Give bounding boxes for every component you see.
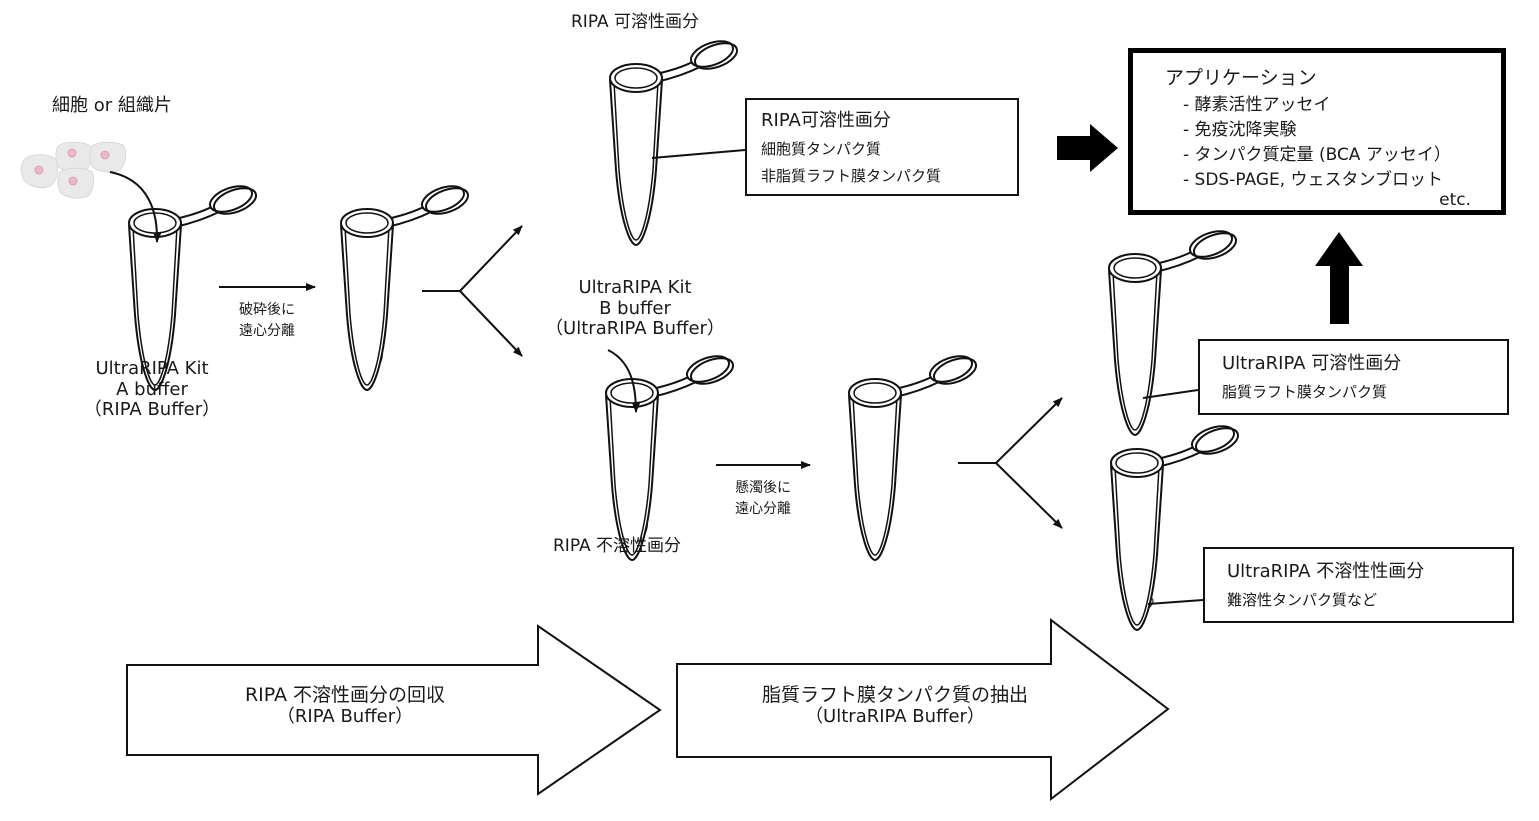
application-etc: etc. bbox=[1439, 190, 1471, 210]
tube-lysis bbox=[128, 180, 261, 391]
buffer-a-line: A buffer bbox=[116, 378, 188, 400]
tube-ripa-insoluble bbox=[605, 350, 738, 561]
ripa-soluble-box: RIPA可溶性画分 細胞質タンパク質 非脂質ラフト膜タンパク質 bbox=[745, 98, 1019, 196]
tube-ultra-insoluble bbox=[1110, 420, 1243, 631]
step1-label: 破砕後に 遠心分離 bbox=[222, 300, 312, 342]
cell bbox=[55, 141, 93, 173]
tube-resuspended bbox=[848, 350, 981, 561]
split-arrow-2 bbox=[958, 397, 1063, 529]
phase-2-subtitle: （UltraRIPA Buffer） bbox=[805, 705, 985, 727]
applications-title: アプリケーション bbox=[1165, 67, 1317, 89]
step2-label: 懸濁後に 遠心分離 bbox=[718, 478, 808, 520]
cell bbox=[89, 141, 127, 173]
ripa-soluble-box-title: RIPA可溶性画分 bbox=[761, 110, 891, 131]
phase-arrow-2 bbox=[676, 617, 1170, 802]
ultra-soluble-box: UltraRIPA 可溶性画分 脂質ラフト膜タンパク質 bbox=[1198, 339, 1509, 415]
step1-line: 遠心分離 bbox=[239, 323, 295, 339]
buffer-b-line: （UltraRIPA Buffer） bbox=[545, 318, 725, 340]
phase-2-label: 脂質ラフト膜タンパク質の抽出 （UltraRIPA Buffer） bbox=[700, 684, 1090, 728]
phase-arrow-1 bbox=[126, 624, 662, 796]
application-item: - 酵素活性アッセイ bbox=[1183, 95, 1331, 115]
buffer-b-label: UltraRIPA Kit B buffer （UltraRIPA Buffer… bbox=[530, 277, 740, 340]
step2-line: 懸濁後に bbox=[735, 480, 791, 496]
leader-line bbox=[1147, 599, 1204, 605]
buffer-b-line: UltraRIPA Kit bbox=[578, 277, 692, 298]
application-item: - タンパク質定量 (BCA アッセイ） bbox=[1183, 145, 1451, 165]
ripa-insoluble-tube-label: RIPA 不溶性画分 bbox=[553, 536, 682, 556]
leader-line bbox=[651, 149, 746, 159]
cells-illustration bbox=[20, 141, 127, 199]
arrow-right-solid-icon bbox=[1057, 124, 1118, 172]
ultra-soluble-box-title: UltraRIPA 可溶性画分 bbox=[1222, 353, 1402, 374]
leader-line bbox=[1142, 389, 1199, 399]
buffer-b-line: B buffer bbox=[599, 297, 671, 319]
cell bbox=[20, 154, 59, 189]
ripa-soluble-tube-label: RIPA 可溶性画分 bbox=[571, 12, 700, 32]
ripa-soluble-box-line: 細胞質タンパク質 bbox=[761, 140, 882, 158]
application-item: - SDS-PAGE, ウェスタンブロット bbox=[1183, 170, 1444, 190]
ripa-soluble-box-line: 非脂質ラフト膜タンパク質 bbox=[761, 167, 942, 185]
ultra-insoluble-box-line: 難溶性タンパク質など bbox=[1227, 591, 1378, 609]
step2-line: 遠心分離 bbox=[735, 501, 791, 517]
application-item: - 免疫沈降実験 bbox=[1183, 120, 1297, 140]
phase-1-subtitle: （RIPA Buffer） bbox=[276, 705, 414, 727]
step1-line: 破砕後に bbox=[239, 302, 295, 318]
tube-ultra-soluble bbox=[1108, 225, 1241, 436]
ultra-insoluble-box: UltraRIPA 不溶性性画分 難溶性タンパク質など bbox=[1203, 547, 1514, 623]
phase-2-title: 脂質ラフト膜タンパク質の抽出 bbox=[761, 684, 1028, 706]
split-arrow-1 bbox=[422, 225, 523, 357]
arrow-up-solid-icon bbox=[1315, 232, 1363, 324]
buffer-a-label: UltraRIPA Kit A buffer （RIPA Buffer） bbox=[62, 358, 242, 421]
phase-1-label: RIPA 不溶性画分の回収 （RIPA Buffer） bbox=[150, 684, 540, 728]
buffer-a-line: （RIPA Buffer） bbox=[83, 399, 221, 421]
sample-label: 細胞 or 組織片 bbox=[52, 95, 172, 116]
phase-1-title: RIPA 不溶性画分の回収 bbox=[244, 684, 446, 706]
tube-ripa-soluble bbox=[609, 35, 742, 246]
cells-to-tube-arrow bbox=[109, 171, 162, 243]
ultra-soluble-box-line: 脂質ラフト膜タンパク質 bbox=[1222, 383, 1388, 401]
applications-box: アプリケーション - 酵素活性アッセイ - 免疫沈降実験 - タンパク質定量 (… bbox=[1128, 48, 1506, 215]
cell bbox=[57, 167, 95, 199]
buffer-a-line: UltraRIPA Kit bbox=[95, 358, 209, 379]
buffer-b-arrow bbox=[607, 349, 640, 413]
tube-centrifuged bbox=[340, 180, 473, 391]
ultra-insoluble-box-title: UltraRIPA 不溶性性画分 bbox=[1227, 561, 1425, 582]
